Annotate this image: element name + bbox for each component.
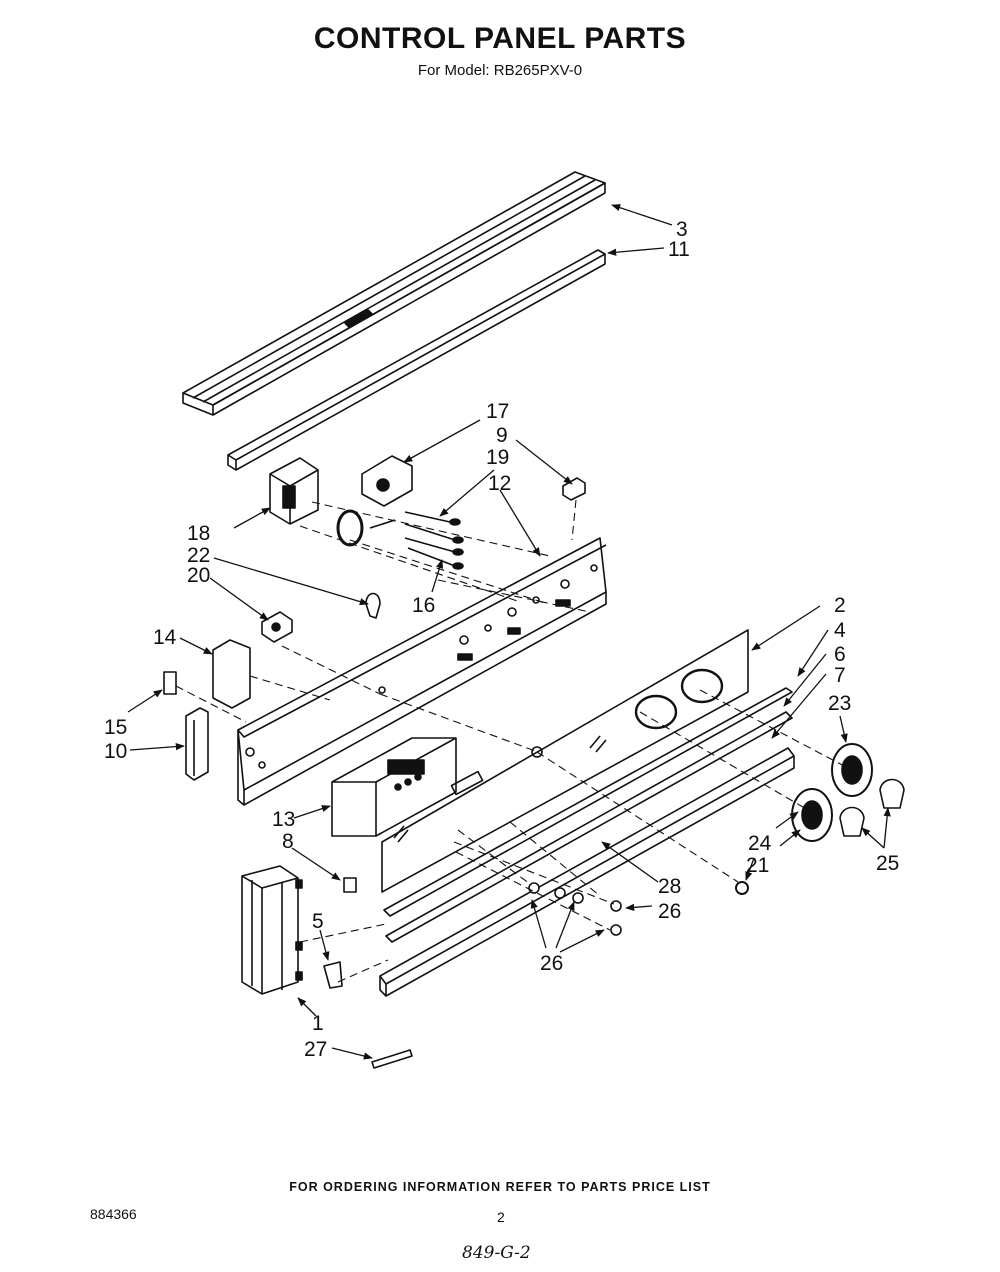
part-11-rod [227,249,606,471]
part-26-screw [610,900,622,912]
ordering-note: FOR ORDERING INFORMATION REFER TO PARTS … [289,1180,711,1194]
part-24-knob-skirt [791,788,833,842]
callout-6: 6 [834,643,846,666]
part-22-clip [365,592,381,619]
part-2-front-panel [381,629,749,893]
callout-19: 19 [486,446,509,469]
callout-28: 28 [658,875,681,898]
part-20-switch [261,611,293,643]
callout-9: 9 [496,424,508,447]
callout-5: 5 [312,910,324,933]
callout-12: 12 [488,472,511,495]
part-13-display-module [331,737,457,837]
part-10-bracket [185,707,209,781]
part-1-side-bracket [241,865,303,995]
callout-13: 13 [272,808,295,831]
callout-25: 25 [876,852,899,875]
part-25-knob [879,778,905,809]
callout-16: 16 [412,594,435,617]
document-number: 884366 [90,1206,137,1222]
part-15-bracket [163,671,177,695]
callout-27: 27 [304,1038,327,1061]
callout-23: 23 [828,692,851,715]
callout-4: 4 [834,619,846,642]
part-18-timer [269,457,319,525]
model-subtitle: For Model: RB265PXV-0 [417,62,583,79]
callout-10: 10 [104,740,127,763]
trim-rails [379,687,795,997]
part-25-knob-2 [839,806,865,837]
callout-1: 1 [312,1012,324,1035]
callout-8: 8 [282,830,294,853]
part-26-screw-2 [610,924,622,936]
part-14-cover [212,639,251,709]
part-9-connector [562,477,586,501]
callout-24: 24 [748,832,772,855]
callout-15: 15 [104,716,127,739]
callout-2: 2 [834,594,846,617]
part-3-top-channel [182,171,606,416]
handwritten-note: 849-G-2 [462,1243,531,1263]
part-23-knob-skirt [831,743,873,797]
page-number: 2 [497,1209,505,1225]
callout-20: 20 [187,564,210,587]
callout-26-lower: 26 [540,952,563,975]
part-17-bracket [361,455,413,507]
callout-26-right: 26 [658,900,681,923]
terminal-wires [404,511,464,570]
part-5-clip [323,961,343,989]
callout-18: 18 [187,522,210,545]
callout-21: 21 [746,854,769,877]
part-8-clip [343,877,357,893]
callout-7: 7 [834,664,846,687]
callout-17: 17 [486,400,509,423]
part-27-pin [371,1049,413,1069]
callout-14: 14 [153,626,177,649]
callout-11: 11 [668,238,690,261]
part-21-nut [735,881,749,895]
page-title: CONTROL PANEL PARTS [313,22,687,55]
rear-panel [237,537,607,806]
callout-22: 22 [187,544,210,567]
callout-3: 3 [676,218,688,241]
